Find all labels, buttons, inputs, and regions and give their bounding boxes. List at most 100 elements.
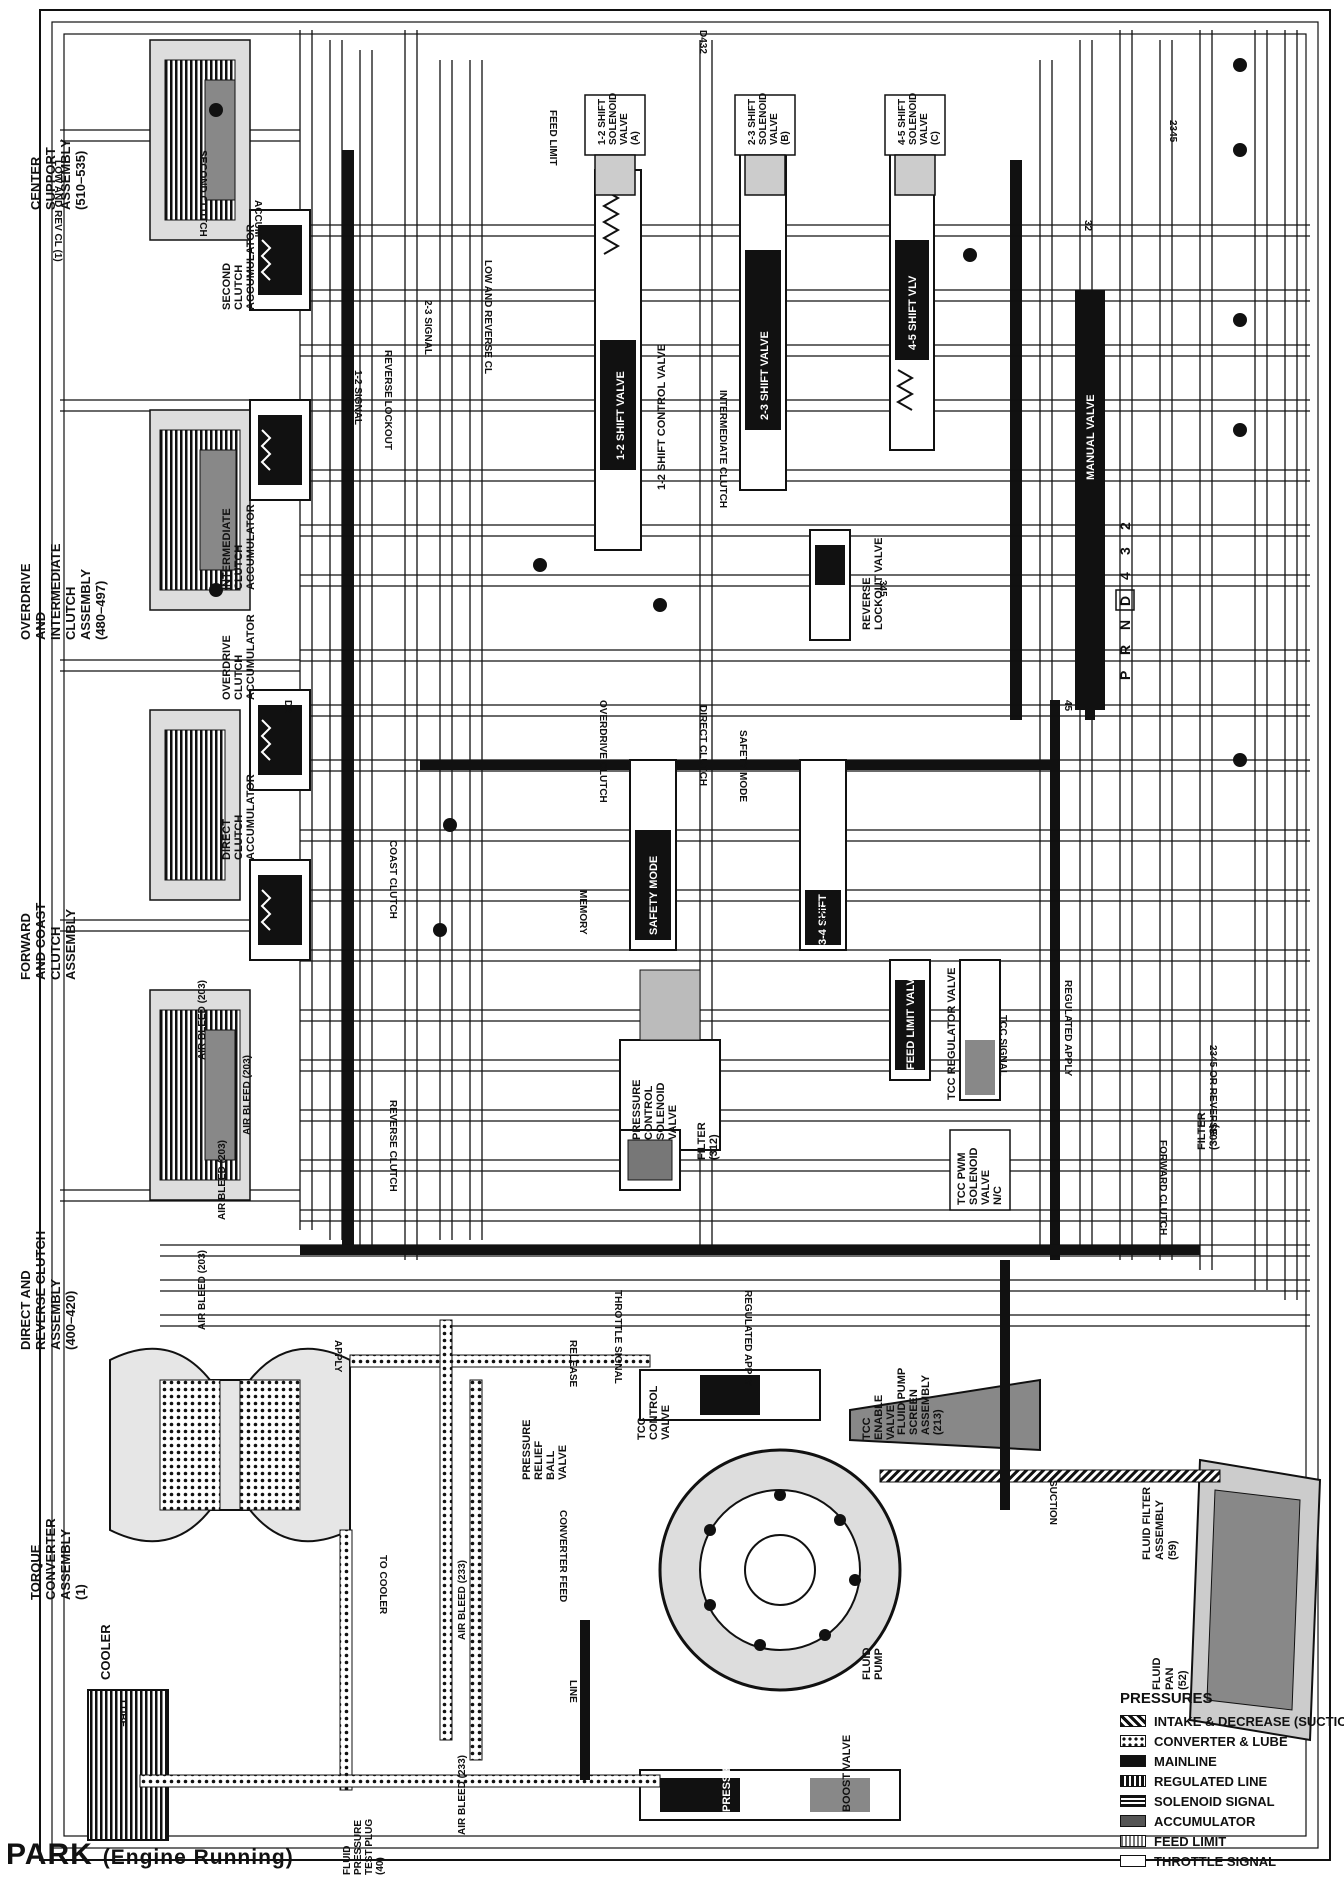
banded-swatch-icon [1120, 1795, 1146, 1807]
pressure-control-label-line: CONTROL [643, 1085, 655, 1140]
test-plug-label-line: FLUID [342, 1846, 353, 1875]
channel-label: RELEASE [567, 1340, 578, 1388]
channel-label: TO COOLER [377, 1555, 388, 1615]
overdrive-label-line: ASSEMBLY [78, 569, 93, 640]
channel-label: FORWARD CLUTCH [1157, 1140, 1168, 1235]
tcc-pwm-label-line: TCC PWM [956, 1152, 968, 1205]
filter-308-label: FILTER (308) [1196, 1112, 1220, 1150]
pressure-legend: PRESSURES INTAKE & DECREASE (SUCTION) CO… [1120, 1690, 1344, 1871]
filter-label-line: FILTER [696, 1122, 708, 1160]
pump-screen-label-line: FLUID PUMP [896, 1368, 908, 1435]
torque-converter-label-line: CONVERTER [43, 1518, 58, 1600]
intermediate-clutch-accumulator [249, 399, 311, 501]
channel-label: 123 [817, 905, 828, 922]
solenoid-label-line: 1-2 SHIFT [597, 99, 608, 145]
solenoid-23-label: 2-3 SHIFT SOLENOID VALVE (B) [747, 93, 791, 145]
tcc-enable-label-line: VALVE [885, 1405, 897, 1440]
overdrive-label-line: AND [33, 612, 48, 640]
accumulator-label-line: SECOND [221, 263, 233, 310]
test-plug-label-line: PRESSURE [353, 1820, 364, 1875]
torque-converter-label-line: (1) [73, 1584, 88, 1600]
overdrive-label-line: INTERMEDIATE [48, 543, 63, 640]
tcc-control-valve-body [639, 1369, 821, 1421]
channel-label: LOW AND REVERSE CL [482, 260, 493, 374]
channel-label: MEMORY [577, 890, 588, 935]
overdrive-label-line: CLUTCH [63, 587, 78, 640]
fluid-pump-label-line: FLUID [861, 1648, 873, 1680]
pressure-relief-label: PRESSURE RELIEF BALL VALVE [521, 1419, 569, 1480]
mainline-channel [342, 150, 354, 1250]
boost-valve-label: BOOST VALVE [841, 1735, 853, 1812]
test-plug-label-line: TEST PLUG [364, 1819, 375, 1875]
second-accumulator-label: SECOND CLUTCH ACCUMULATOR [221, 224, 257, 310]
accumulator-label-line: ACCUMULATOR [245, 774, 257, 860]
legend-item: INTAKE & DECREASE (SUCTION) [1120, 1711, 1344, 1731]
overdrive-label-line: OVERDRIVE [18, 563, 33, 640]
fluid-pump-label: FLUID PUMP [861, 1648, 885, 1680]
filter-312-label: FILTER (312) [696, 1122, 720, 1160]
page-title: PARK(Engine Running) [6, 1838, 294, 1872]
torque-converter-body [109, 1347, 351, 1543]
white-swatch-icon [1120, 1855, 1146, 1867]
pressure-control-label-line: SOLENOID [655, 1082, 667, 1140]
forward-coast-label: FORWARD AND COAST CLUTCH ASSEMBLY [18, 903, 78, 980]
channel-label: CONVERTER FEED [557, 1510, 568, 1602]
striped-swatch-icon [1120, 1775, 1146, 1787]
legend-label: INTAKE & DECREASE (SUCTION) [1154, 1713, 1344, 1729]
gear-letter: 3 [1117, 547, 1133, 555]
solenoid-label-line: VALVE [769, 113, 780, 145]
tcc-pwm-label: TCC PWM SOLENOID VALVE N/C [956, 1147, 1004, 1205]
press-reg-valve-body [639, 1769, 901, 1821]
air-bleed-label: AIR BLEED (203) [242, 1055, 253, 1135]
test-plug-label-line: (40) [375, 1857, 386, 1875]
solenoid-label-line: SOLENOID [908, 93, 919, 145]
mainline-channel [1010, 160, 1022, 720]
channel-label: 345 [877, 580, 888, 597]
fluid-pump-body [658, 1448, 902, 1692]
channel-label: LINE [567, 1680, 578, 1703]
manual-valve-label: MANUAL VALVE [1085, 394, 1097, 480]
solenoid-bodies [584, 94, 1011, 1211]
channel-label: OVERDRIVE CLUTCH [597, 700, 608, 803]
accumulator-label-line: DIRECT [221, 819, 233, 860]
pressure-control-label: PRESSURE CONTROL SOLENOID VALVE [631, 1079, 679, 1140]
check-balls [209, 58, 1247, 937]
solenoid-label-line: (A) [630, 131, 641, 145]
fluid-filter-label-line: FLUID FILTER [1141, 1487, 1153, 1560]
title-text: PARK [6, 1838, 93, 1871]
channel-label: 32 [1082, 220, 1093, 232]
pump-screen-label: FLUID PUMP SCREEN ASSEMBLY (213) [896, 1368, 944, 1435]
tcc-pwm-label-line: N/C [992, 1186, 1004, 1205]
pump-screen-label-line: (213) [932, 1409, 944, 1435]
fluid-pan-label-line: (52) [1177, 1670, 1189, 1690]
legend-item: MAINLINE [1120, 1751, 1336, 1771]
pressure-relief-label-line: PRESSURE [521, 1419, 533, 1480]
cooler-label: COOLER [98, 1624, 113, 1680]
test-plug-label: FLUID PRESSURE TEST PLUG (40) [342, 1819, 386, 1875]
fluid-filter-label-line: (59) [1167, 1540, 1179, 1560]
solenoid-label-line: (C) [930, 131, 941, 145]
direct-accumulator-label: DIRECT CLUTCH ACCUMULATOR [221, 774, 257, 860]
channel-label: THROTTLE SIGNAL [612, 1290, 623, 1384]
channel-label: REGULATED APPLY [742, 1290, 753, 1387]
channel-labels: LOW AND REV CL (1) SECOND CLUTCH 2-3 SIG… [52, 30, 1218, 1728]
legend-label: FEED LIMIT [1154, 1833, 1227, 1849]
converter-channel [139, 1774, 661, 1788]
solenoid-label-line: 4-5 SHIFT [897, 99, 908, 145]
legend-label: CONVERTER & LUBE [1154, 1733, 1288, 1749]
lube-channel [439, 1319, 453, 1741]
channel-label: SAFETY MODE [737, 730, 748, 802]
gear-letter: 4 [1117, 572, 1133, 580]
accumulator-label-line: CLUTCH [233, 815, 245, 860]
forward-coast-label-line: FORWARD [18, 913, 33, 980]
legend-label: SOLENOID SIGNAL [1154, 1793, 1275, 1809]
pressure-relief-label-line: VALVE [557, 1445, 569, 1480]
mainline-channel [300, 1245, 1200, 1255]
solenoid-label-line: (B) [780, 131, 791, 145]
accumulator-label-line: ACCUMULATOR [245, 224, 257, 310]
solenoid-label-line: VALVE [619, 113, 630, 145]
gear-letter: N [1117, 620, 1133, 630]
solid-swatch-icon [1120, 1755, 1146, 1767]
